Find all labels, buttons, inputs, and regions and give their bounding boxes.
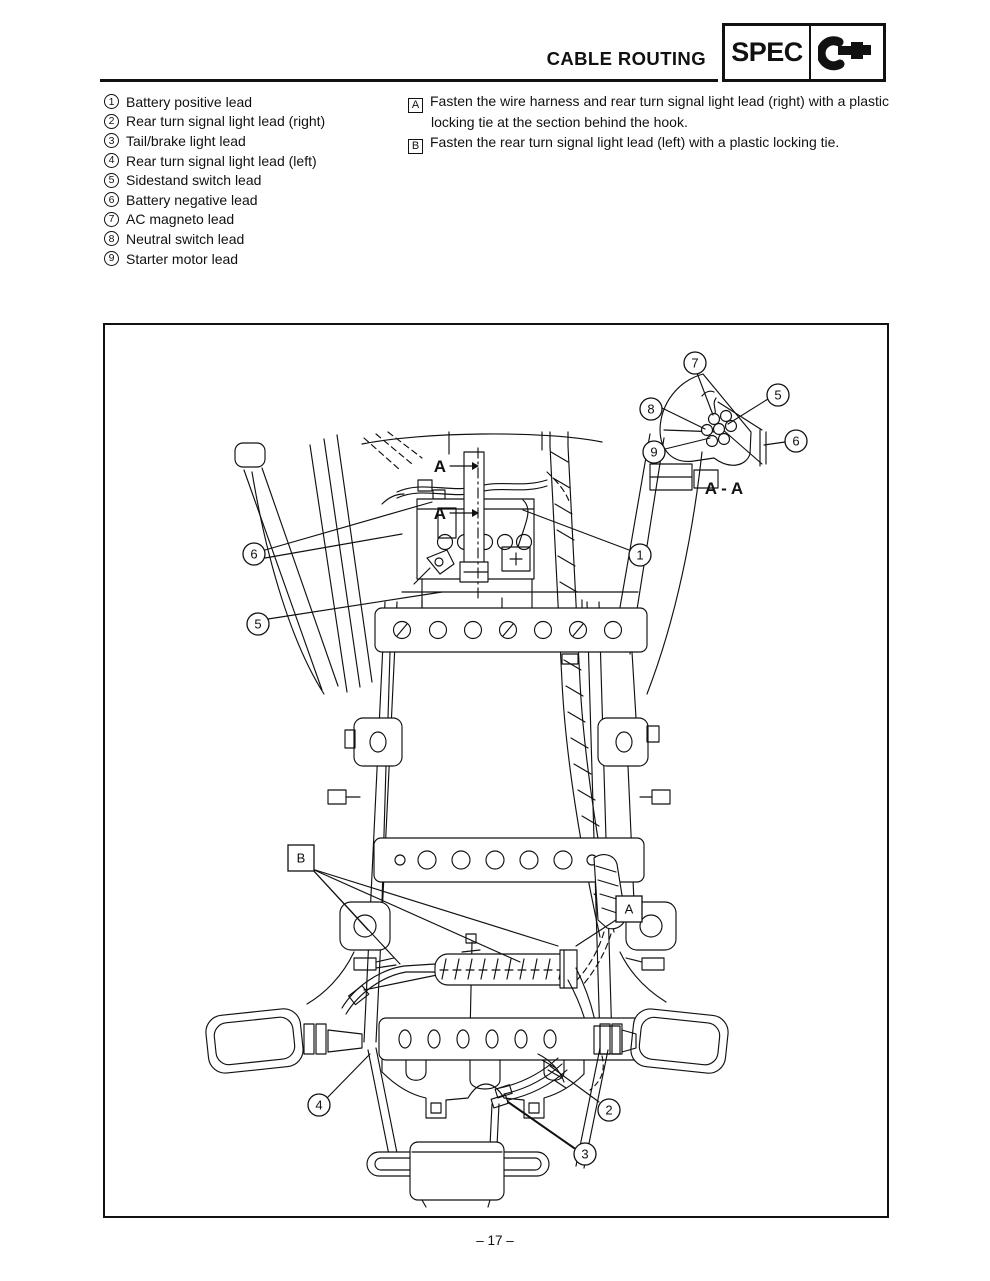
circled-number: 8: [104, 231, 119, 247]
legend-label: Rear turn signal light lead (left): [126, 152, 317, 169]
svg-text:4: 4: [315, 1098, 322, 1113]
svg-text:7: 7: [691, 356, 698, 371]
callout-5-detail: 5: [766, 383, 790, 407]
callout-leaders: [264, 501, 630, 1149]
legend-label: Rear turn signal light lead (right): [126, 113, 326, 130]
legend-label: Battery positive lead: [126, 93, 253, 110]
svg-text:5: 5: [254, 617, 261, 632]
legend-label: AC magneto lead: [126, 211, 235, 228]
callout-2: 2: [597, 1098, 621, 1122]
section-detail-drawing: [659, 372, 786, 467]
circled-number: 1: [104, 94, 119, 110]
legend-item: 9 Starter motor lead: [104, 249, 404, 269]
legend-item: 6 Battery negative lead: [104, 190, 404, 210]
callout-1: 1: [628, 543, 652, 567]
callout-9: 9: [642, 440, 666, 464]
note-b: B Fasten the rear turn signal light lead …: [408, 133, 889, 154]
harness-conduit-linework: [341, 933, 599, 1047]
legend-label: Neutral switch lead: [126, 230, 245, 247]
callout-3: 3: [573, 1142, 597, 1166]
section-detail-title: A - A: [705, 479, 743, 498]
frame-labels: B A A A A - A: [287, 457, 743, 923]
svg-text:6: 6: [792, 434, 799, 449]
callout-7: 7: [683, 351, 707, 375]
note-a-text: Fasten the wire harness and rear turn si…: [430, 93, 889, 130]
circled-number: 4: [104, 153, 119, 169]
callout-6-detail: 6: [784, 429, 808, 453]
svg-text:9: 9: [650, 445, 657, 460]
diagram-drawing: 6 1 5 4 2 3 7 8 9 5 6 B A A: [205, 351, 808, 1208]
boxed-letter-b: B: [408, 138, 423, 154]
frame-label-b: B: [297, 851, 306, 866]
cable-routing-diagram: 6 1 5 4 2 3 7 8 9 5 6 B A A: [103, 323, 889, 1218]
circled-number: 2: [104, 113, 119, 129]
legend-label: Sidestand switch lead: [126, 172, 262, 189]
legend-item: 2 Rear turn signal light lead (right): [104, 112, 404, 132]
svg-text:8: 8: [647, 402, 654, 417]
legend-label: Starter motor lead: [126, 250, 239, 267]
battery-area-linework: [234, 431, 719, 695]
legend-item: 7 AC magneto lead: [104, 210, 404, 230]
svg-text:6: 6: [250, 547, 257, 562]
circled-number: 3: [104, 133, 119, 149]
svg-text:5: 5: [774, 388, 781, 403]
section-marker-top: A: [434, 457, 446, 476]
svg-text:1: 1: [636, 548, 643, 563]
callouts-detail: 7 8 9 5 6: [639, 351, 808, 464]
circled-number: 6: [104, 192, 119, 208]
spec-tab-label: SPEC: [725, 26, 811, 79]
svg-text:2: 2: [605, 1103, 612, 1118]
legend-item: 3 Tail/brake light lead: [104, 131, 404, 151]
notes-block: A Fasten the wire harness and rear turn s…: [408, 92, 889, 154]
page-number: – 17 –: [476, 1233, 514, 1248]
frame-label-a: A: [625, 902, 634, 917]
circled-number: 9: [104, 251, 119, 267]
callout-8: 8: [639, 397, 663, 421]
callout-4: 4: [307, 1093, 331, 1117]
legend-item: 1 Battery positive lead: [104, 92, 404, 112]
note-a: A Fasten the wire harness and rear turn s…: [408, 92, 889, 133]
frame-rails-linework: [327, 431, 677, 1043]
spec-tab-box: SPEC: [722, 23, 886, 82]
micrometer-icon: [811, 26, 883, 79]
page-title: CABLE ROUTING: [546, 48, 706, 69]
legend-item: 8 Neutral switch lead: [104, 229, 404, 249]
callout-5: 5: [246, 612, 270, 636]
boxed-letter-a: A: [408, 98, 423, 113]
svg-text:3: 3: [581, 1147, 588, 1162]
callouts-main: 6 1 5 4 2 3: [242, 542, 652, 1166]
legend-label: Battery negative lead: [126, 191, 258, 208]
header-rule: [100, 79, 718, 82]
note-b-text: Fasten the rear turn signal light lead (…: [430, 133, 840, 150]
legend-item: 4 Rear turn signal light lead (left): [104, 151, 404, 171]
circled-number: 7: [104, 211, 119, 227]
callout-6: 6: [242, 542, 266, 566]
section-marker-bottom: A: [434, 504, 446, 523]
circled-number: 5: [104, 172, 119, 188]
legend-label: Tail/brake light lead: [126, 132, 246, 149]
legend-item: 5 Sidestand switch lead: [104, 170, 404, 190]
rear-section-linework: [205, 951, 729, 1208]
